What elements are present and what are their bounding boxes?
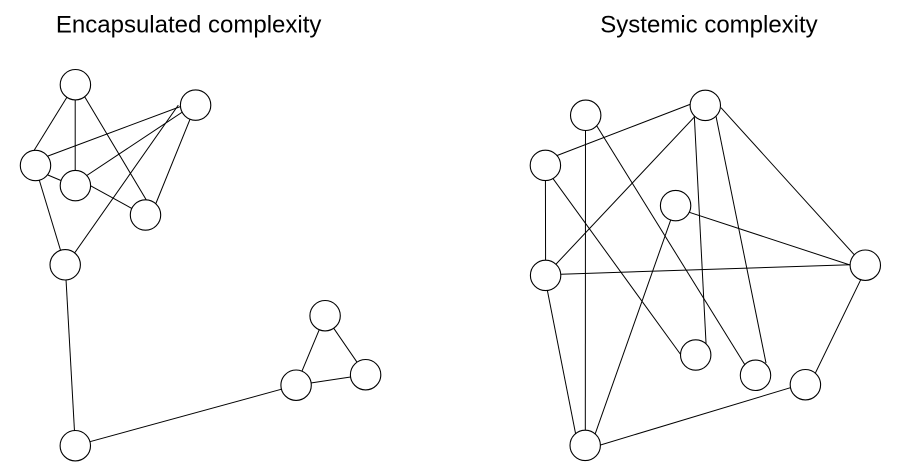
svg-text:Systemic complexity: Systemic complexity <box>600 12 817 39</box>
svg-text:Encapsulated complexity: Encapsulated complexity <box>56 12 321 39</box>
